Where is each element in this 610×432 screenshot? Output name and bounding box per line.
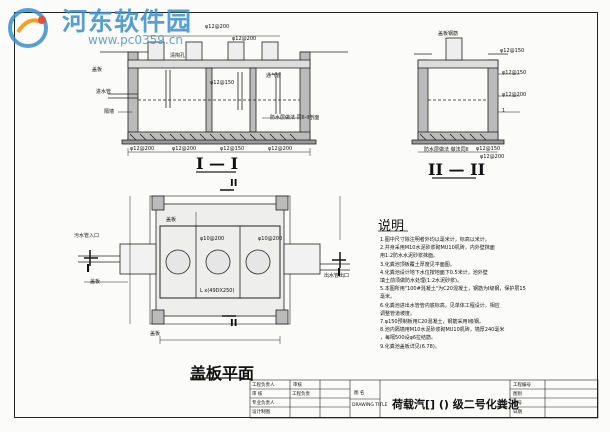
tb-row4-a: 设计制图 (252, 410, 270, 415)
title-block-lines (249, 379, 599, 419)
plan-outlet: 出水管出口 (324, 273, 350, 279)
note-item: 用1:2防水水泥砂浆抹面。 (380, 253, 439, 260)
plan-bottom-left: 盖板 (150, 331, 161, 337)
label-rebar-mid: φ12@150 (210, 80, 235, 86)
note-item: 9.化粪池盖板详见(6.78)。 (380, 343, 440, 350)
s2-dim-3: φ12@200 (502, 92, 527, 98)
tb-right-c: 图号 (513, 401, 522, 406)
tb-right-a: 工程编号 (513, 383, 531, 388)
plan-dim-side: φ10@200 (258, 236, 283, 242)
plan-dim-mid: L x(49DX250) (200, 288, 235, 294)
label-clean-hole: 清掏孔 (170, 53, 186, 59)
note-item: ，每隔500设φ6拉结筋。 (380, 335, 437, 342)
note-item: 5.本图所用"100#混凝土"为C20混凝土，钢筋为I级钢，保护层15 (380, 286, 526, 293)
note-item: 4.化粪池设计地下水位按地面下0.5米计，池外壁 (380, 269, 488, 276)
notes-title: 说明 (378, 219, 405, 234)
label-top-rebar-2: φ12@200 (232, 36, 257, 42)
note-item: 7.φ150预制板用C20混凝土，钢筋采用I级钢。 (380, 319, 484, 326)
tb-row2-a: 审 核 (252, 392, 263, 397)
tb-row3-a: 专业负责人 (252, 401, 275, 406)
tb-right-b: 图别 (513, 392, 522, 397)
s2-dim-5: 1 (502, 108, 506, 114)
note-item: 填土前须做防水处理(1:2水泥砂浆)。 (380, 278, 462, 285)
watermark-url: www.pc0359.cn (88, 33, 183, 47)
tb-row2-b: 工程负责 (292, 392, 310, 397)
s2-dim-1: φ12@150 (500, 48, 525, 54)
label-top-rebar: φ12@200 (205, 24, 230, 30)
note-item: 毫米。 (380, 294, 396, 301)
notes-list: 1.图中尺寸除注明者外均以毫米计，标高以米计。 2.井身采用M10水泥砂浆砌MU… (380, 236, 580, 351)
note-item: 8.池内隔墙用M10水泥砂浆砌MU10机砖，墙厚240毫米 (380, 327, 505, 334)
plan-center: 盖板 (166, 217, 177, 223)
label-bottom-2: φ12@200 (172, 146, 197, 152)
section-2-drawing (411, 37, 520, 179)
s2-dim-6: φ12@200 (480, 154, 505, 160)
drawing-frame (14, 12, 598, 418)
plan-cover: 盖板 (90, 279, 101, 285)
section-1-drawing (100, 35, 348, 173)
plan-marker-2-bottom: II (230, 318, 238, 329)
plan-marker-1-left: I (86, 262, 91, 275)
tb-mid-a: 图 名 (354, 391, 365, 396)
label-bottom-1: φ12@200 (130, 146, 155, 152)
label-inlet: 进水管 (96, 89, 112, 95)
watermark-title: 河东软件园 (62, 7, 193, 36)
tb-row1-b: 审核 (293, 383, 302, 388)
label-bottom-4: φ12@200 (268, 146, 293, 152)
label-detail-note: 防水层做法 同II-II剖面 (270, 115, 320, 121)
label-bottom-3: φ12@150 (220, 146, 245, 152)
plan-drawing (78, 189, 350, 379)
label-partition: 隔墙 (104, 109, 115, 115)
plan-dim-top: φ10@200 (200, 236, 225, 242)
tb-right-d: 日期 (513, 410, 522, 415)
label-side: 盖板 (92, 67, 103, 73)
s2-dim-4: φ12@150 (476, 146, 501, 152)
note-item: 1.图中尺寸除注明者外均以毫米计，标高以米计。 (380, 237, 490, 243)
s2-dim-2: φ12@150 (502, 70, 527, 76)
plan-title: 盖板平面 (190, 364, 255, 383)
tb-mid-b: DRAWING TITLE (352, 403, 388, 408)
tb-drawing-title: 荷载汽[] () 级二号化粪池 (392, 398, 519, 411)
s2-note: 防水层做法 做法同II (424, 147, 469, 153)
note-item: 2.井身采用M10水泥砂浆砌MU10机砖，内外壁抹面 (380, 245, 495, 252)
tb-row1-a: 工程负责人 (252, 383, 275, 388)
watermark-logo-icon (8, 8, 48, 48)
label-vent: 通气管 (266, 73, 282, 79)
note-item: 调整管道坡度。 (380, 310, 416, 317)
section-1-title: I — I (196, 154, 239, 173)
plan-inlet-pipe: 污水管入口 (74, 233, 100, 239)
s2-label-top: 盖板钢筋 (438, 31, 459, 37)
note-item: 3.化粪池顶板覆土厚度见平面图。 (380, 261, 455, 268)
note-item: 6.化粪池进出水管管内底标高，见单体工程设计，相应 (380, 302, 500, 309)
plan-marker-1-right: I (337, 266, 342, 279)
plan-marker-2-top: II (230, 178, 238, 189)
section-2-title: II — II (428, 160, 486, 179)
